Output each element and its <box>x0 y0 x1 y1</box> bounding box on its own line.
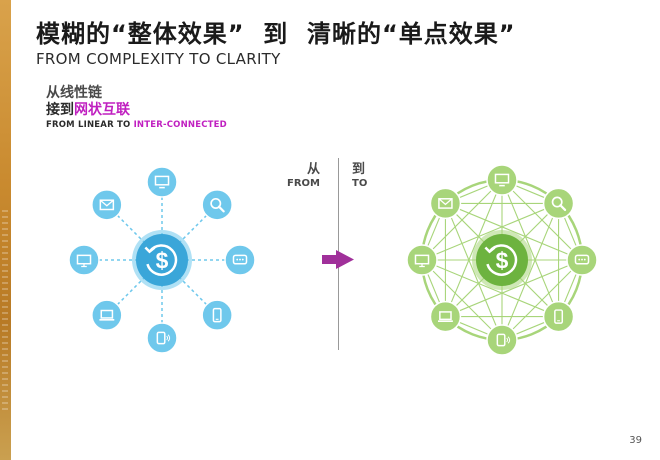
caption-line-2: 接到网状互联 <box>46 103 227 117</box>
mesh-node-monitor <box>486 164 518 196</box>
mesh-mesh-link <box>501 203 560 341</box>
from-label-en: FROM <box>287 177 320 189</box>
linear-node-search <box>201 189 233 221</box>
linear-node-display <box>68 244 100 276</box>
slide-subtitle: FROM COMPLEXITY TO CLARITY <box>36 50 281 68</box>
mesh-mesh-link <box>421 259 559 318</box>
mesh-node-laptop <box>429 300 462 333</box>
linear-node-laptop <box>91 299 123 331</box>
caption-line-2-highlight: 网状互联 <box>74 102 130 118</box>
linear-node-mobile <box>201 299 233 331</box>
mesh-mesh-link <box>445 202 583 261</box>
to-label: 到 TO <box>352 162 368 189</box>
interconnected-network-diagram <box>406 164 598 356</box>
caption-line-1: 从线性链 <box>46 85 102 101</box>
caption-line-2-prefix: 接到 <box>46 102 74 118</box>
transition-arrow <box>322 250 354 269</box>
linear-node-monitor <box>146 166 178 198</box>
linear-node-email <box>91 189 123 221</box>
linear-node-smartphone <box>146 322 178 354</box>
side-decoration-strip <box>0 0 11 460</box>
from-label-cn: 从 <box>306 162 320 177</box>
caption-line-3: FROM LINEAR TO INTER-CONNECTED <box>46 121 227 130</box>
mesh-node-chat <box>566 244 598 276</box>
mesh-mesh-link <box>444 203 503 341</box>
mesh-node-display <box>406 244 438 276</box>
mesh-center-node <box>472 230 532 290</box>
slide-title: 模糊的“整体效果” 到 清晰的“单点效果” <box>36 14 516 49</box>
to-label-en: TO <box>352 177 368 189</box>
page-number: 39 <box>629 435 642 446</box>
mesh-mesh-link <box>445 259 583 318</box>
title-part-3: 清晰的“单点效果” <box>306 20 516 48</box>
mesh-node-mobile <box>542 300 575 333</box>
linear-network-diagram <box>68 166 256 354</box>
linear-node-chat <box>224 244 256 276</box>
mesh-mesh-link <box>444 179 503 317</box>
linear-to-network-caption: 从线性链 接到网状互联 FROM LINEAR TO INTER-CONNECT… <box>46 86 227 130</box>
from-label: 从 FROM <box>284 162 320 189</box>
title-part-1: 模糊的“整体效果” <box>36 20 245 48</box>
mesh-node-smartphone <box>486 324 518 356</box>
mesh-mesh-link <box>421 202 559 261</box>
linear-center-node <box>132 230 192 290</box>
mesh-node-search <box>542 187 575 220</box>
to-label-cn: 到 <box>352 162 366 177</box>
title-part-2: 到 <box>244 20 307 48</box>
mesh-mesh-link <box>421 259 503 341</box>
mesh-mesh-link <box>501 179 560 317</box>
mesh-node-email <box>429 187 462 220</box>
caption-line-3-highlight: INTER-CONNECTED <box>133 120 227 130</box>
caption-line-3-prefix: FROM LINEAR TO <box>46 120 134 130</box>
